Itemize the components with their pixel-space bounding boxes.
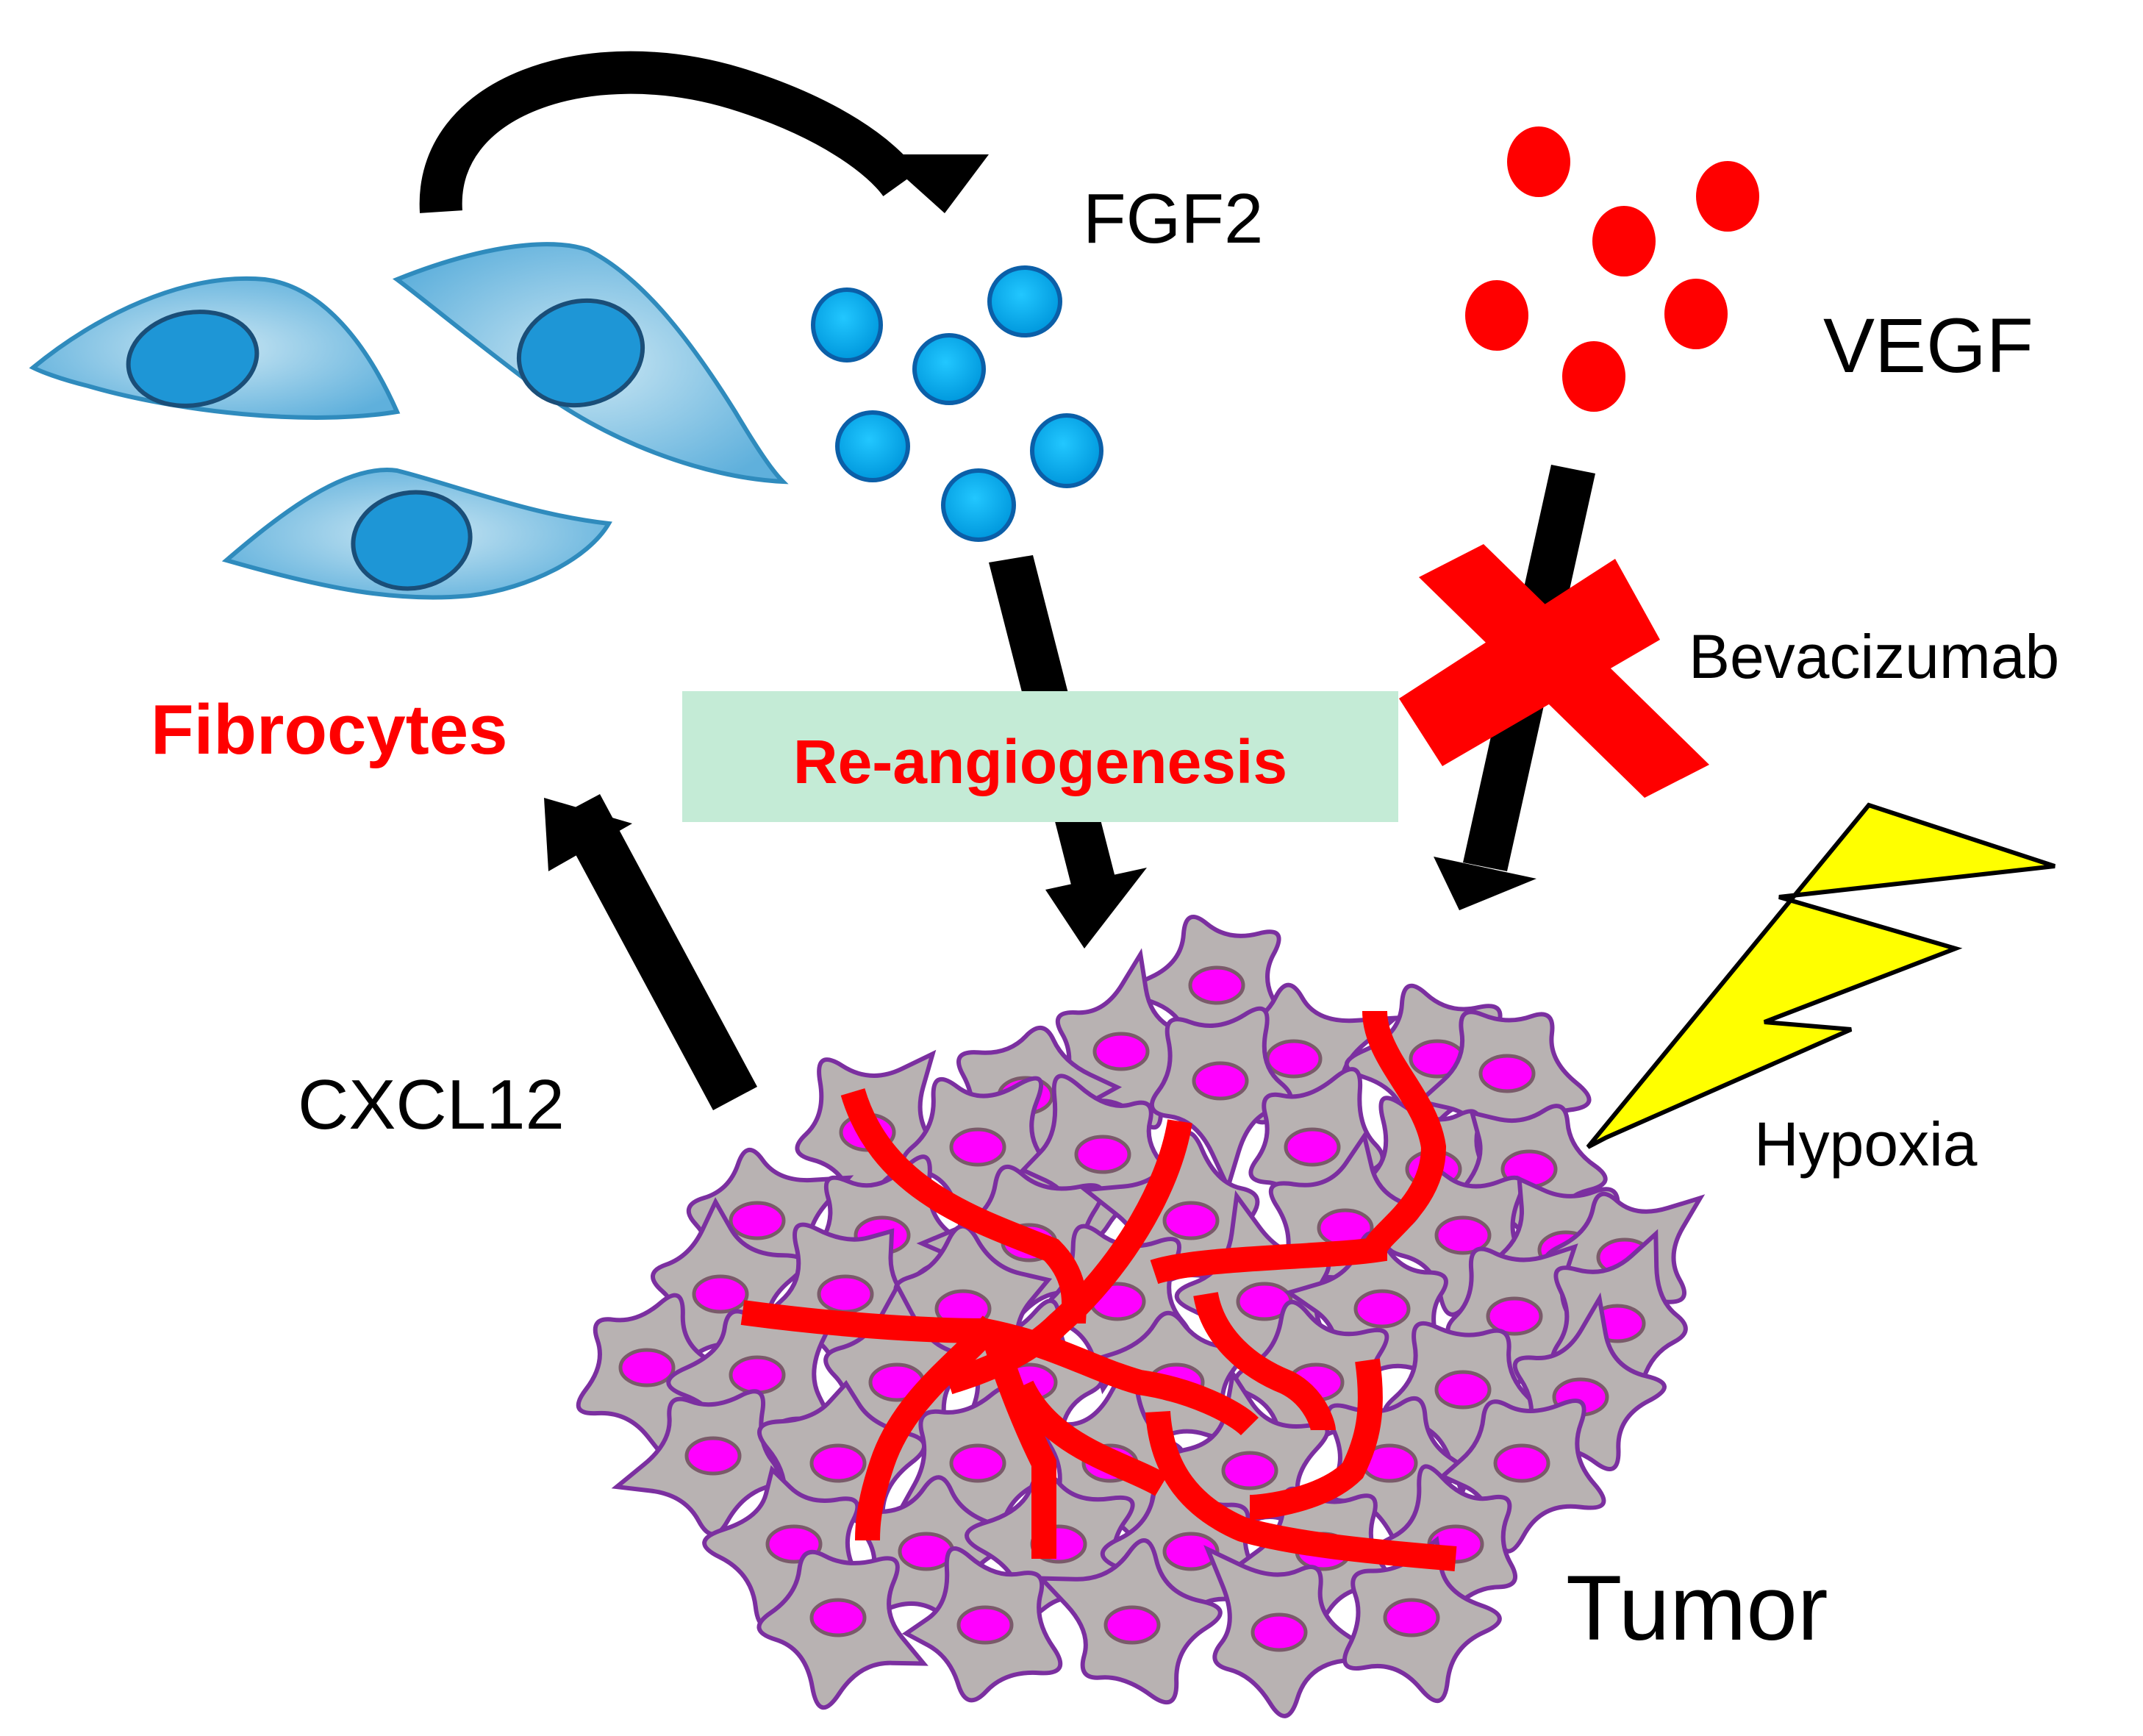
tumor-cell-nucleus	[1221, 1451, 1278, 1490]
re-angiogenesis-banner: Re-angiogenesis	[682, 691, 1398, 822]
vegf-dot	[1507, 126, 1570, 197]
tumor-cell-nucleus	[1251, 1612, 1308, 1652]
vessel	[1010, 1380, 1168, 1496]
tumor-cell-nucleus	[684, 1436, 742, 1476]
tumor-cell-nucleus	[949, 1443, 1006, 1483]
fgf2-molecules	[811, 265, 1103, 542]
vessel	[1150, 1010, 1447, 1285]
tumor-cell-nucleus	[1162, 1201, 1220, 1240]
tumor-label: Tumor	[1566, 1557, 1828, 1660]
tumor-cell-nucleus	[1103, 1605, 1161, 1645]
vessel	[740, 1300, 1259, 1436]
tumor-cell-nucleus	[729, 1201, 786, 1240]
tumor-cell-nucleus	[618, 1348, 676, 1387]
tumor-cell-nucleus	[1353, 1289, 1411, 1329]
vessel	[1145, 1410, 1457, 1571]
vegf-dot	[1562, 341, 1625, 412]
vegf-dot	[1465, 280, 1528, 351]
cxcl12-label: CXCL12	[298, 1065, 565, 1144]
tumor-cell-nucleus	[1074, 1135, 1131, 1174]
fgf2-dot	[987, 265, 1062, 337]
vessel	[1193, 1291, 1336, 1432]
fgf2-label: FGF2	[1083, 179, 1263, 258]
tumor-vessels	[740, 1010, 1457, 1571]
fibrocyte-cell-bottom	[221, 468, 612, 600]
tumor-cell-nucleus	[1493, 1443, 1550, 1483]
tumor-cell-nucleus	[1188, 965, 1245, 1005]
bevacizumab-block-cross	[1399, 544, 1709, 798]
cxcl12-arrow	[544, 794, 757, 1110]
fgf2-dot	[835, 410, 910, 482]
vessel	[855, 1315, 1003, 1541]
tumor-cell-nucleus	[1284, 1127, 1341, 1167]
tumor-cell-nucleus	[1478, 1054, 1536, 1093]
fibrocytes-label: Fibrocytes	[151, 690, 507, 769]
tumor-cell-nucleus	[956, 1605, 1014, 1645]
fgf2-dot	[941, 468, 1016, 542]
tumor-cell-nucleus	[1162, 1532, 1220, 1571]
hypoxia-label: Hypoxia	[1754, 1110, 1978, 1179]
vegf-molecules	[1465, 126, 1759, 412]
tumor-cell-nucleus	[1383, 1598, 1440, 1637]
vegf-label: VEGF	[1823, 303, 2033, 389]
tumor-cell-nucleus	[949, 1127, 1006, 1167]
tumor-cell-nucleus	[729, 1355, 786, 1395]
tumor-cell-nucleus	[817, 1274, 874, 1314]
fibrocyte-cell-left	[29, 276, 401, 420]
tumor-mass	[576, 915, 1706, 1718]
tumor-cell-nucleus	[1486, 1296, 1543, 1336]
vessel	[944, 1119, 1192, 1395]
fgf2-dot	[811, 287, 883, 362]
fibrocyte-to-fgf2-curved-arrow	[419, 51, 989, 213]
tumor-cell-nucleus	[809, 1598, 867, 1637]
hypoxia-lightning-icon	[1586, 802, 2056, 1149]
tumor-cell-nucleus	[809, 1443, 867, 1483]
vegf-dot	[1592, 206, 1656, 276]
fibrocyte-cell-right	[392, 242, 789, 485]
fgf2-dot	[912, 333, 986, 405]
tumor-cell-nucleus	[692, 1274, 749, 1314]
tumor-cell-nucleus	[1434, 1215, 1492, 1255]
tumor-cell-nucleus	[1092, 1032, 1150, 1071]
vessel	[980, 1327, 1057, 1559]
fgf2-dot	[1030, 413, 1103, 488]
vegf-dot	[1696, 161, 1759, 232]
tumor-cell-nucleus	[1192, 1061, 1249, 1101]
re-angiogenesis-label: Re-angiogenesis	[793, 727, 1287, 796]
vegf-dot	[1664, 279, 1728, 349]
tumor-cell-nucleus	[1265, 1039, 1323, 1079]
bevacizumab-label: Bevacizumab	[1689, 622, 2059, 691]
tumor-cell-nucleus	[1434, 1370, 1492, 1410]
vessel	[1249, 1358, 1383, 1520]
